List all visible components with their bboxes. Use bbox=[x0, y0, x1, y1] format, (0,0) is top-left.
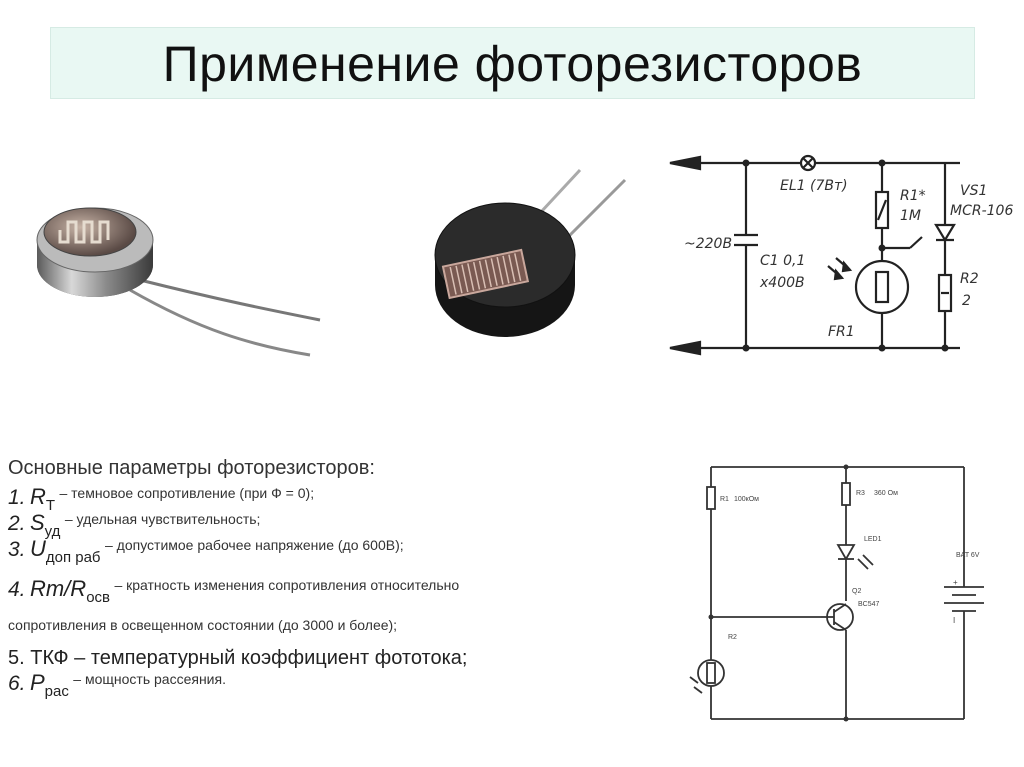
led-transistor-circuit: R1 100кОм R3 360 Ом LED1 Q2 BC547 BAT 6V… bbox=[689, 464, 984, 722]
r1-label: R1 bbox=[720, 496, 729, 503]
r3-label: R3 bbox=[856, 490, 865, 497]
epoxy-photoresistor-photo bbox=[434, 168, 627, 337]
param-row-3: 3. Uдоп раб – допустимое рабочее напряже… bbox=[8, 536, 404, 567]
c1-label: C1 0,1 bbox=[760, 253, 805, 269]
el1-label: EL1 (7Вт) bbox=[780, 178, 848, 194]
r1-label: R1* bbox=[900, 188, 926, 204]
fr1-label: FR1 bbox=[828, 324, 855, 340]
page-title: Применение фоторезисторов bbox=[162, 36, 863, 92]
metal-photoresistor-photo bbox=[36, 207, 321, 357]
parameters-heading: Основные параметры фоторезисторов: bbox=[8, 457, 375, 479]
c1-value: x400В bbox=[759, 275, 805, 291]
r2-label: R2 bbox=[960, 271, 979, 287]
parameters-list: Основные параметры фоторезисторов: 1. RT… bbox=[8, 457, 678, 700]
battery-label: BAT 6V bbox=[956, 552, 980, 559]
r2-label: R2 bbox=[728, 634, 737, 641]
battery-minus: I bbox=[953, 616, 955, 625]
param-row-1: 1. RT – темновое сопротивление (при Ф = … bbox=[8, 484, 315, 514]
title-banner: Применение фоторезисторов bbox=[50, 27, 975, 99]
param-row-2: 2. Sуд – удельная чувствительность; bbox=[8, 510, 261, 541]
battery-plus: + bbox=[953, 578, 958, 587]
param-row-5: 5. ТКФ – температурный коэффициент фотот… bbox=[8, 646, 468, 669]
led1-label: LED1 bbox=[864, 536, 882, 543]
r3-value: 360 Ом bbox=[874, 490, 898, 497]
param-row-4-continuation: сопротивления в освещенном состоянии (до… bbox=[8, 616, 398, 633]
vs1-type: MCR-106 bbox=[950, 203, 1013, 219]
r1-value: 100кОм bbox=[734, 496, 759, 503]
param-row-6: 6. Pрас – мощность рассеяния. bbox=[8, 669, 226, 700]
bc547-label: BC547 bbox=[858, 601, 880, 608]
ac-label: ~220В bbox=[684, 236, 732, 252]
q2-label: Q2 bbox=[852, 588, 861, 595]
param-row-4: 4. Rт/Rосв – кратность изменения сопроти… bbox=[8, 576, 460, 607]
r2-value: 2 bbox=[962, 293, 971, 309]
thyristor-lamp-circuit: ~220В EL1 (7Вт) R1* 1М VS1 MCR-106 C1 0,… bbox=[669, 154, 1013, 356]
r1-value: 1М bbox=[900, 208, 921, 224]
vs1-label: VS1 bbox=[960, 183, 987, 199]
